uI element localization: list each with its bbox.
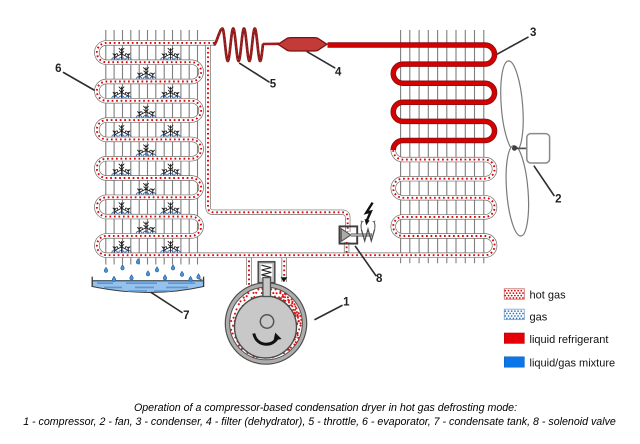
svg-text:8: 8 <box>376 273 383 285</box>
svg-text:Operation of a compressor-base: Operation of a compressor-based condensa… <box>134 402 517 414</box>
svg-text:1 - compressor, 2 - fan, 3 - c: 1 - compressor, 2 - fan, 3 - condenser, … <box>23 416 616 428</box>
svg-text:2: 2 <box>555 193 561 205</box>
svg-text:7: 7 <box>183 310 189 322</box>
svg-text:5: 5 <box>270 78 277 90</box>
svg-text:hot gas: hot gas <box>530 289 567 301</box>
svg-text:gas: gas <box>530 312 548 324</box>
svg-text:4: 4 <box>335 67 342 79</box>
svg-text:liquid refrigerant: liquid refrigerant <box>530 334 609 346</box>
svg-text:6: 6 <box>55 63 61 75</box>
svg-text:3: 3 <box>530 27 536 39</box>
svg-text:1: 1 <box>343 296 350 308</box>
svg-text:liquid/gas mixture: liquid/gas mixture <box>530 357 616 369</box>
